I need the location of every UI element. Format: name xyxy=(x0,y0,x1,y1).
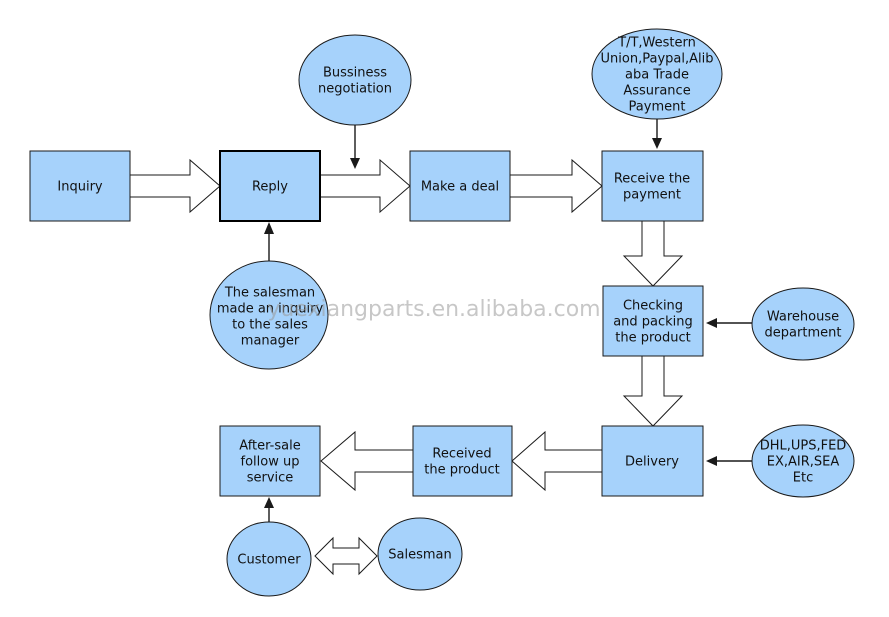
label-line: Checking xyxy=(623,299,683,314)
arrow-inquiry-to-reply xyxy=(129,158,221,214)
ellipse-salesman xyxy=(377,517,463,591)
arrow-reply-to-deal xyxy=(319,158,411,214)
label-line: department xyxy=(765,326,842,341)
label-line: Make a deal xyxy=(421,180,499,195)
label-inquiry: Inquiry xyxy=(57,180,103,195)
box-checking-packing xyxy=(602,285,704,357)
arrow-checking-to-delivery xyxy=(622,355,684,427)
label-line: follow up xyxy=(241,455,300,470)
arrow-deal-to-payment xyxy=(509,158,603,214)
connector-warehouse-head xyxy=(706,318,717,328)
arrow-received-to-aftersale xyxy=(320,430,414,492)
label-line: negotiation xyxy=(318,82,392,97)
label-line: The salesman xyxy=(224,286,315,301)
ellipse-payment-methods xyxy=(591,28,723,120)
ellipse-warehouse xyxy=(751,287,855,361)
label-line: Received xyxy=(432,447,491,462)
label-line: service xyxy=(247,471,294,486)
label-line: and packing xyxy=(613,315,693,330)
label-reply: Reply xyxy=(252,180,288,195)
connector-shipping-head xyxy=(706,456,717,466)
box-delivery xyxy=(601,425,704,497)
box-after-sale xyxy=(219,425,321,497)
label-line: EX,AIR,SEA xyxy=(767,455,840,470)
connector-salesman-inquiry-head xyxy=(264,222,274,234)
ellipse-shipping xyxy=(751,424,855,498)
arrow-delivery-to-received xyxy=(511,430,603,492)
label-line: Union,Paypal,Alib xyxy=(601,52,714,67)
label-line: Payment xyxy=(629,100,686,115)
label-line: to the sales xyxy=(232,318,308,333)
watermark: yuexiangparts.en.alibaba.com xyxy=(267,297,600,322)
label-line: Delivery xyxy=(625,455,679,470)
connector-payment-methods-head xyxy=(652,138,662,149)
box-reply xyxy=(219,150,321,222)
box-receive-payment xyxy=(601,150,704,222)
label-line: Salesman xyxy=(388,548,451,563)
label-delivery: Delivery xyxy=(625,455,679,470)
label-line: payment xyxy=(623,188,681,203)
label-line: Assurance xyxy=(623,84,690,99)
box-make-deal xyxy=(409,150,511,222)
arrow-payment-to-checking xyxy=(622,220,684,287)
ellipse-salesman-inquiry xyxy=(209,260,329,370)
box-received-product xyxy=(412,425,513,497)
label-line: the product xyxy=(424,463,499,478)
label-line: Etc xyxy=(793,471,813,486)
ellipse-customer xyxy=(226,521,312,597)
arrow-customer-salesman-bidirectional xyxy=(314,536,378,576)
label-line: aba Trade xyxy=(625,68,689,83)
label-line: T/T,Western xyxy=(617,36,696,51)
label-line: Customer xyxy=(237,553,301,568)
ellipse-negotiation xyxy=(298,34,412,126)
label-salesman: Salesman xyxy=(388,548,451,563)
label-line: made an inquiry xyxy=(217,302,324,317)
label-line: Bussiness xyxy=(323,66,387,81)
connector-negotiation-head xyxy=(350,158,360,169)
label-line: DHL,UPS,FED xyxy=(760,439,847,454)
label-line: manager xyxy=(241,334,300,349)
label-customer: Customer xyxy=(237,553,301,568)
label-line: Inquiry xyxy=(57,180,103,195)
label-line: After-sale xyxy=(239,439,300,454)
label-line: Reply xyxy=(252,180,288,195)
label-line: Receive the xyxy=(614,172,690,187)
label-line: the product xyxy=(615,331,690,346)
box-inquiry xyxy=(29,150,131,222)
label-line: Warehouse xyxy=(767,310,839,325)
connector-customer-head xyxy=(264,497,274,508)
label-make-deal: Make a deal xyxy=(421,180,499,195)
